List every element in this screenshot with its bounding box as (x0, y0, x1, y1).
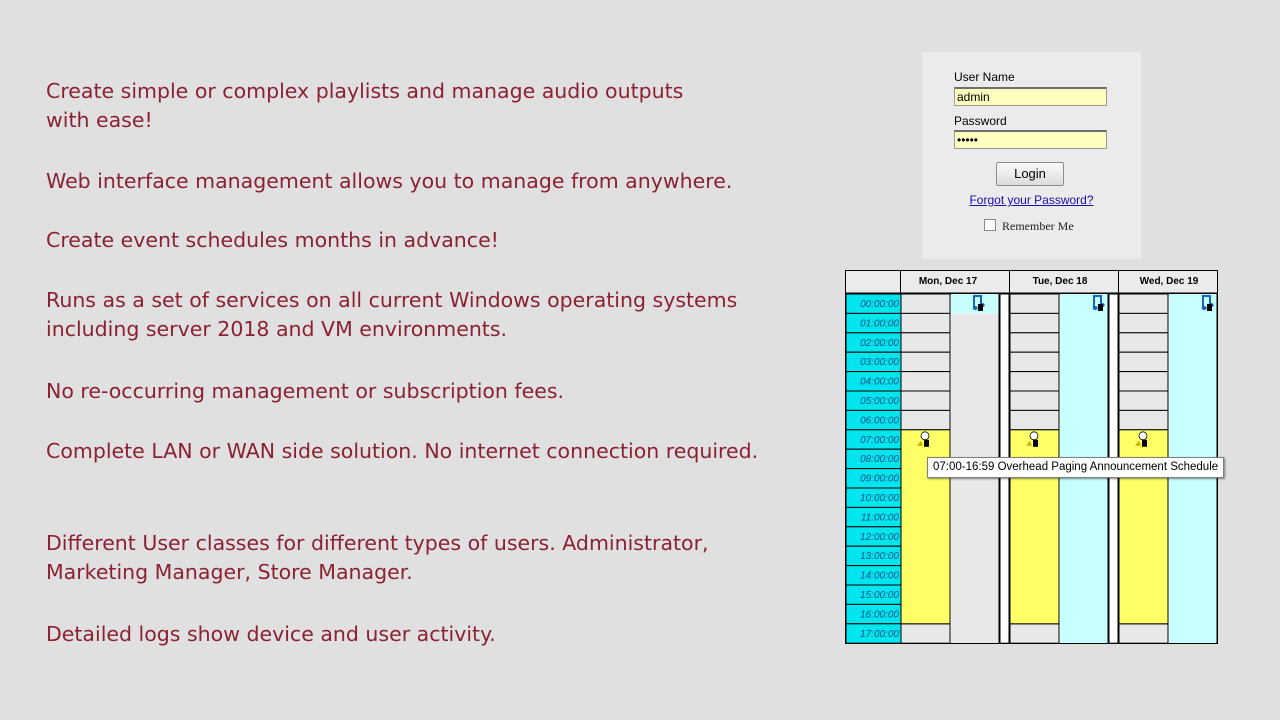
password-input[interactable]: ••••• (954, 130, 1107, 149)
empty-slot[interactable] (1118, 390, 1169, 411)
schedule-tooltip: 07:00-16:59 Overhead Paging Announcement… (927, 457, 1225, 478)
day-header-divider (1009, 270, 1010, 293)
time-label: 11:00:00 (861, 512, 900, 523)
empty-slot[interactable] (1118, 332, 1169, 353)
feature-lan-wan: Complete LAN or WAN side solution. No in… (46, 439, 759, 463)
announcement-badge-icon (1142, 439, 1147, 447)
person-icon (917, 440, 923, 446)
empty-slot[interactable] (1118, 623, 1169, 644)
empty-slot[interactable] (900, 312, 951, 334)
time-label: 00:00:00 (860, 299, 899, 310)
empty-slot[interactable] (1009, 409, 1060, 431)
time-label: 13:00:00 (860, 551, 899, 562)
time-label: 17:00:00 (860, 629, 899, 640)
time-label: 15:00:00 (860, 590, 899, 601)
username-input[interactable]: admin (954, 87, 1107, 106)
empty-slot[interactable] (1009, 351, 1060, 373)
day-header-1: Tue, Dec 18 (1033, 276, 1088, 287)
time-label: 08:00:00 (860, 454, 899, 465)
feature-user-classes: Different User classes for different typ… (46, 531, 709, 584)
music-badge-icon (1098, 304, 1103, 311)
person-icon (1135, 440, 1141, 446)
time-label: 07:00:00 (860, 435, 899, 446)
time-label: 12:00:00 (860, 532, 899, 543)
empty-slot[interactable] (900, 390, 951, 411)
remember-me[interactable]: Remember Me (984, 219, 1074, 234)
empty-slot[interactable] (1118, 371, 1169, 392)
time-label: 10:00:00 (860, 493, 899, 504)
time-label: 06:00:00 (860, 415, 899, 426)
announcement-bubble-icon (920, 431, 930, 441)
announcement-badge-icon (1033, 439, 1038, 447)
empty-slot[interactable] (900, 409, 951, 431)
music-empty (951, 313, 999, 644)
feature-no-fees: No re-occurring management or subscripti… (46, 379, 565, 403)
time-label: 02:00:00 (860, 338, 899, 349)
password-label: Password (954, 114, 1007, 128)
time-label: 01:00:00 (860, 318, 899, 329)
empty-slot[interactable] (1118, 293, 1169, 314)
day-header-2: Wed, Dec 19 (1140, 276, 1199, 287)
empty-slot[interactable] (1009, 371, 1060, 392)
empty-slot[interactable] (900, 332, 951, 353)
time-label: 09:00:00 (860, 474, 899, 485)
time-label: 16:00:00 (860, 609, 899, 620)
remember-me-checkbox[interactable] (984, 219, 996, 231)
day-header-divider (900, 270, 901, 293)
empty-slot[interactable] (900, 371, 951, 392)
time-label: 03:00:00 (860, 357, 899, 368)
login-button[interactable]: Login (996, 162, 1064, 186)
remember-me-label: Remember Me (1002, 219, 1074, 233)
empty-slot[interactable] (1009, 312, 1060, 334)
feature-services: Runs as a set of services on all current… (46, 288, 738, 341)
feature-web-interface: Web interface management allows you to m… (46, 169, 733, 193)
feature-logs: Detailed logs show device and user activ… (46, 622, 496, 646)
empty-slot[interactable] (1118, 409, 1169, 431)
time-label: 04:00:00 (860, 377, 899, 388)
feature-playlists: Create simple or complex playlists and m… (46, 79, 684, 132)
forgot-password-link[interactable]: Forgot your Password? (969, 193, 1094, 207)
announcement-bubble-icon (1138, 431, 1148, 441)
time-label: 14:00:00 (860, 571, 899, 582)
empty-slot[interactable] (1009, 332, 1060, 353)
empty-slot[interactable] (900, 351, 951, 373)
time-label: 05:00:00 (860, 396, 899, 407)
login-panel: User Name admin Password ••••• Login For… (922, 52, 1141, 259)
person-icon (1026, 440, 1032, 446)
empty-slot[interactable] (1118, 351, 1169, 373)
day-header-0: Mon, Dec 17 (919, 276, 978, 287)
empty-slot[interactable] (1009, 293, 1060, 314)
announcement-badge-icon (924, 439, 929, 447)
feature-schedules: Create event schedules months in advance… (46, 228, 499, 252)
empty-slot[interactable] (1009, 390, 1060, 411)
music-badge-icon (978, 304, 983, 311)
empty-slot[interactable] (900, 293, 951, 314)
day-header-divider (1118, 270, 1119, 293)
announcement-bubble-icon (1029, 431, 1039, 441)
username-label: User Name (954, 70, 1015, 84)
empty-slot[interactable] (1009, 623, 1060, 644)
empty-slot[interactable] (1118, 312, 1169, 334)
empty-slot[interactable] (900, 623, 951, 644)
music-badge-icon (1207, 304, 1212, 311)
